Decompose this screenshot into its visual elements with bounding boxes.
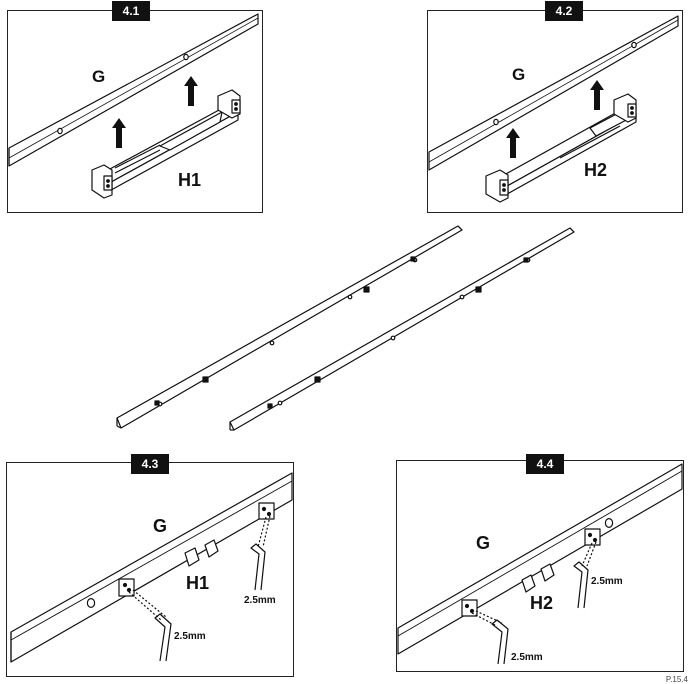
step-number-badge: 4.4: [526, 454, 564, 474]
screw-bracket-left: [118, 578, 135, 597]
up-arrow-icon: [506, 80, 604, 158]
allen-key-icon: [250, 515, 271, 591]
screw-bracket-right: [258, 502, 275, 520]
rail-label: G: [476, 533, 490, 553]
rail-label: G: [153, 516, 167, 536]
rail-g: [428, 15, 679, 171]
slide-label: H1: [178, 170, 201, 190]
step-number-badge: 4.3: [131, 454, 169, 474]
rail-label: G: [92, 67, 105, 86]
screw-bracket-left: [461, 599, 478, 617]
step-number-badge: 4.1: [112, 1, 150, 21]
slide-label: H1: [186, 573, 209, 593]
slide-label: H2: [584, 160, 607, 180]
tool-size-label: 2.5mm: [591, 576, 623, 587]
slide-h1: [91, 89, 241, 199]
tool-size-label: 2.5mm: [244, 595, 276, 606]
rail-g: [10, 472, 293, 663]
screw-bracket-right: [584, 528, 601, 546]
tool-size-label: 2.5mm: [511, 652, 543, 663]
slide-h2-underside: [521, 563, 555, 593]
rail-g: [397, 463, 683, 655]
rail-label: G: [512, 65, 525, 84]
step-number-badge: 4.2: [545, 1, 583, 21]
slide-h2: [485, 93, 637, 203]
allen-key-icon: [471, 610, 509, 665]
slide-h1-underside: [184, 539, 219, 567]
allen-key-icon: [128, 589, 172, 662]
tool-size-label: 2.5mm: [174, 631, 206, 642]
rail-pair-right: [229, 227, 575, 431]
allen-key-icon: [573, 541, 597, 609]
rail-pair-left: [116, 225, 463, 429]
up-arrow-icon: [112, 76, 198, 148]
slide-label: H2: [530, 593, 553, 613]
rail-g: [8, 13, 259, 167]
